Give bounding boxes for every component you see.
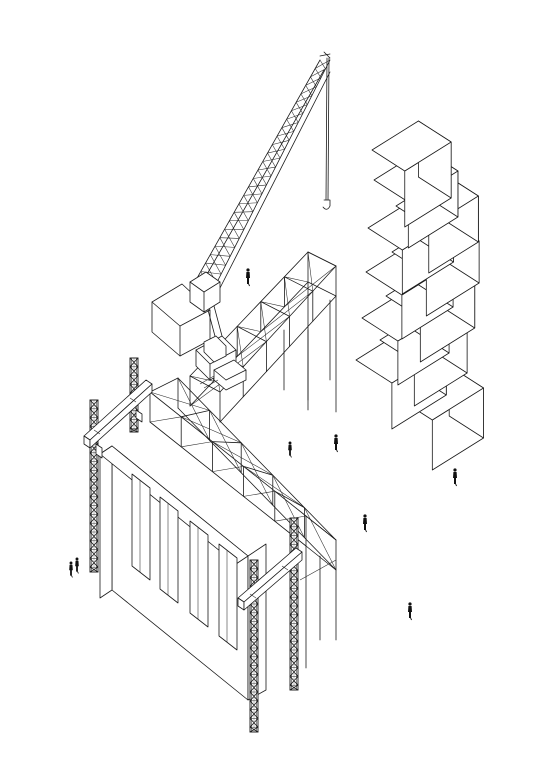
human-figures bbox=[69, 268, 458, 621]
person-7 bbox=[69, 561, 73, 578]
stacked-block-11 bbox=[371, 120, 452, 228]
crane-base bbox=[195, 335, 247, 391]
person-2 bbox=[334, 434, 339, 453]
stacked-blocks bbox=[355, 120, 484, 471]
person-6 bbox=[408, 602, 413, 621]
wall-openings bbox=[131, 473, 238, 651]
crane-lattice-boom bbox=[195, 59, 331, 293]
person-1 bbox=[246, 268, 251, 287]
crane bbox=[151, 51, 331, 391]
crane-cab bbox=[151, 271, 223, 357]
person-8 bbox=[75, 557, 79, 574]
concrete-wall-mass bbox=[99, 445, 267, 701]
person-4 bbox=[363, 514, 368, 533]
cross-beam-left bbox=[83, 379, 153, 459]
person-3 bbox=[288, 441, 292, 458]
crane-hook bbox=[319, 51, 331, 210]
lattice-columns bbox=[89, 357, 299, 733]
cross-beam-right bbox=[237, 547, 303, 611]
frame-lower-wing bbox=[149, 377, 337, 669]
person-5 bbox=[453, 468, 458, 487]
